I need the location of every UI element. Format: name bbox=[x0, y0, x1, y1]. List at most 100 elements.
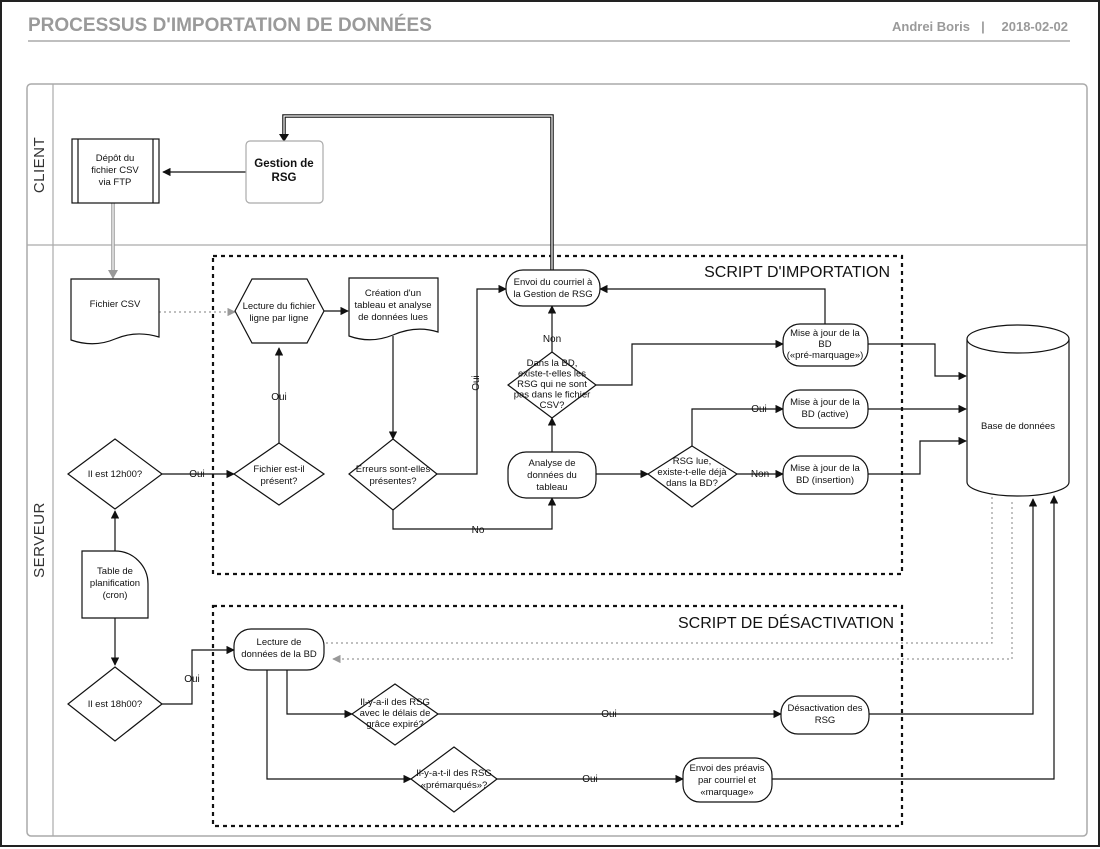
header-separator: | bbox=[981, 19, 985, 34]
label-line: Lecture de bbox=[257, 637, 302, 648]
deactivation-script-boundary bbox=[211, 604, 904, 828]
label-oui-18: Oui bbox=[184, 674, 200, 685]
label-line: de données lues bbox=[358, 312, 428, 323]
label-line: BD (insertion) bbox=[796, 475, 854, 486]
label-line: présentes? bbox=[369, 476, 416, 487]
label-line: Création d'un bbox=[365, 288, 421, 299]
label-line: RSG lue, bbox=[673, 456, 712, 467]
edge-premarquage-envoi bbox=[599, 284, 826, 324]
label-line: Il-y-a-il des RSG bbox=[360, 697, 430, 708]
label-line: Mise à jour de la bbox=[790, 463, 860, 474]
label-oui-rsglue: Oui bbox=[751, 404, 767, 415]
label-line: Analyse de bbox=[528, 458, 575, 469]
edge-18-lecturebd bbox=[162, 645, 235, 705]
edge-envoi-gestion-inner bbox=[283, 115, 553, 270]
label-non-dansbd: Non bbox=[543, 334, 561, 345]
edge-lecturebd-delais bbox=[286, 670, 353, 719]
edge-depot-fichiercsv-head bbox=[108, 270, 118, 279]
label-line: fichier CSV bbox=[91, 165, 139, 176]
label-line: Dépôt du bbox=[96, 153, 135, 164]
label-oui-12: Oui bbox=[189, 469, 205, 480]
import-script-title: SCRIPT D'IMPORTATION bbox=[704, 264, 890, 281]
label-line: existe-t-elle déjà bbox=[657, 467, 727, 478]
edge-erreurs-envoi bbox=[437, 284, 507, 475]
label-line: ligne par ligne bbox=[249, 313, 308, 324]
label-no-erreurs: No bbox=[472, 525, 485, 536]
node-premarques: Il-y-a-t-il des RSG«prémarqués»? bbox=[410, 746, 498, 813]
label-line: dans la BD? bbox=[666, 478, 718, 489]
edge-desactivation-bd bbox=[869, 498, 1038, 715]
label-line: pas dans le fichier bbox=[514, 390, 591, 401]
label-line: BD (active) bbox=[802, 409, 849, 420]
label-line: Fichier CSV bbox=[90, 299, 141, 310]
node-base-de-donnees: Base de données bbox=[966, 324, 1070, 497]
label-line: (cron) bbox=[103, 590, 128, 601]
page-title: PROCESSUS D'IMPORTATION DE DONNÉES bbox=[28, 14, 432, 36]
edge-rsglue-active bbox=[691, 404, 784, 446]
label-line: Mise à jour de la bbox=[790, 328, 860, 339]
node-il-est-12h: Il est 12h00? bbox=[66, 438, 164, 510]
edge-lecturebd-premarques bbox=[266, 670, 412, 784]
label-line: Erreurs sont-elles bbox=[356, 464, 431, 475]
label-line: RSG bbox=[815, 715, 836, 726]
label-line: RSG bbox=[272, 172, 297, 184]
label-line: RSG qui ne sont bbox=[517, 379, 587, 390]
label-line: par courriel et bbox=[698, 775, 756, 786]
deactivation-script-title: SCRIPT DE DÉSACTIVATION bbox=[678, 613, 894, 632]
label-line: Envoi du courriel à bbox=[514, 277, 593, 288]
label-line: Désactivation des bbox=[788, 703, 863, 714]
label-line: grâce expiré? bbox=[366, 719, 424, 730]
author: Andrei Boris bbox=[892, 19, 970, 34]
label-line: planification bbox=[90, 578, 140, 589]
edge-envoi-gestion-head bbox=[279, 134, 289, 142]
label-line: BD bbox=[818, 339, 831, 350]
label-line: tableau bbox=[536, 482, 567, 493]
label-oui-erreurs: Oui bbox=[471, 375, 482, 391]
label-line: présent? bbox=[261, 476, 298, 487]
edge-bd-lecturebd-2 bbox=[332, 502, 1013, 664]
label-oui-present: Oui bbox=[271, 392, 287, 403]
label-line: Fichier est-il bbox=[253, 464, 304, 475]
label-line: («pré-marquage») bbox=[787, 350, 864, 361]
swimlane-container bbox=[26, 83, 1088, 837]
label-line: existe-t-elles les bbox=[518, 369, 586, 380]
date: 2018-02-02 bbox=[1002, 19, 1069, 34]
label-oui-premarques: Oui bbox=[582, 774, 598, 785]
edge-dansbd-premarquage bbox=[596, 339, 784, 386]
label-line: «marquage» bbox=[700, 787, 753, 798]
import-script-boundary bbox=[211, 254, 904, 576]
label-line: Lecture du fichier bbox=[243, 301, 316, 312]
node-fichier-csv: Fichier CSV bbox=[70, 278, 160, 345]
label-oui-delais: Oui bbox=[601, 709, 617, 720]
label-line: Il est 18h00? bbox=[88, 699, 142, 710]
svg-text:Envoi du courriel àla Gestion: Envoi du courriel àla Gestion de RSG bbox=[513, 277, 593, 300]
edge-envoi-gestion bbox=[282, 114, 554, 270]
label-line: tableau et analyse bbox=[354, 300, 431, 311]
